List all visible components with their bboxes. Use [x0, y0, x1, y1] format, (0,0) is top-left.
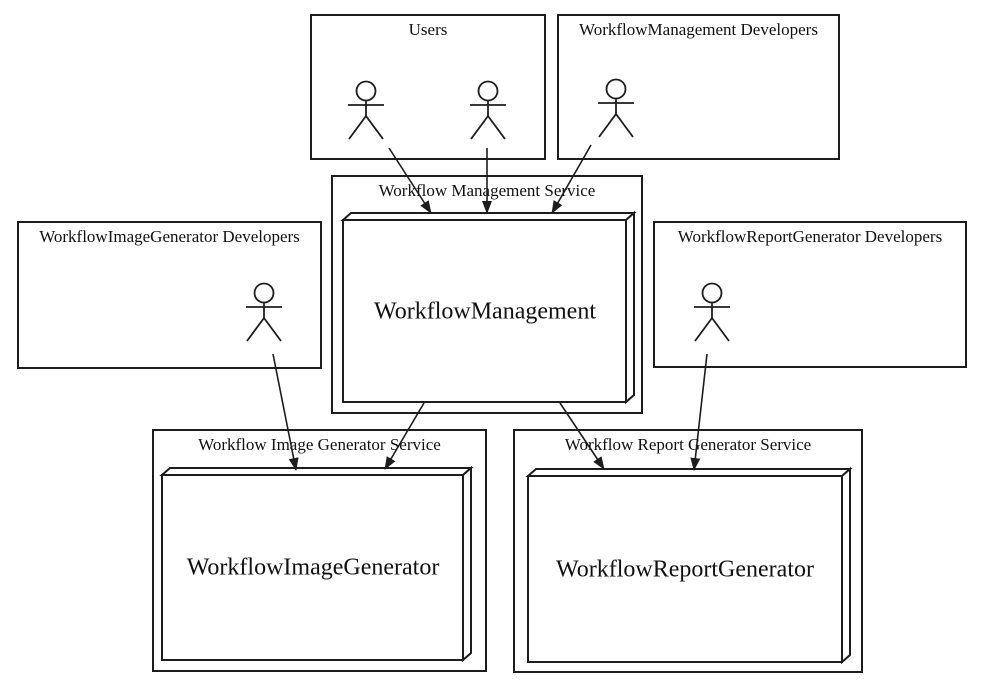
- actor-box-workflowreportgenerator-developers: WorkflowReportGenerator Developers: [653, 221, 967, 368]
- node-label-workflow-management: WorkflowManagement: [374, 298, 596, 325]
- node-right-face: [462, 465, 472, 663]
- node-3d-workflow-management: [340, 210, 637, 405]
- arrow-workflowmanagement-to-workflowreportgenerator: [559, 402, 605, 470]
- node-top-face: [159, 467, 474, 476]
- arrow-wrgdev-to-workflowreportgenerator: [690, 353, 708, 471]
- wm-developer-actor-icon: [597, 78, 635, 138]
- actor-box-workflowimagegenerator-developers: WorkflowImageGenerator Developers: [17, 221, 322, 369]
- actor-box-users-title: Users: [408, 20, 448, 39]
- node-3d-workflow-report-generator: [525, 466, 853, 665]
- actor-box-wrgdev-title: WorkflowReportGenerator Developers: [677, 227, 943, 246]
- node-label-workflow-image-generator: WorkflowImageGenerator: [186, 554, 440, 581]
- service-box-workflow-image-generator: Workflow Image Generator Service: [152, 429, 487, 672]
- arrow-wmdev-to-workflowmanagement: [551, 144, 592, 214]
- wig-developer-actor-icon: [245, 282, 283, 342]
- arrow-user1-to-workflowmanagement: [388, 147, 432, 214]
- node-label-workflow-report-generator: WorkflowReportGenerator: [556, 556, 814, 583]
- node-front-face: [342, 219, 627, 403]
- service-box-wig-title: Workflow Image Generator Service: [198, 435, 441, 454]
- node-front-face: [527, 475, 843, 663]
- arrow-wigdev-to-workflowimagegenerator: [272, 353, 299, 471]
- node-top-face: [525, 468, 853, 477]
- actor-box-wmdev-title: WorkflowManagement Developers: [579, 20, 818, 39]
- actor-box-workflowmanagement-developers: WorkflowManagement Developers: [557, 14, 840, 160]
- arrow-workflowmanagement-to-workflowimagegenerator: [384, 402, 425, 470]
- node-top-face: [340, 212, 637, 221]
- wrg-developer-actor-icon: [693, 282, 731, 342]
- service-box-wrg-title: Workflow Report Generator Service: [564, 435, 812, 454]
- service-box-workflow-report-generator: Workflow Report Generator Service: [513, 429, 863, 673]
- user-actor-icon-1: [347, 80, 385, 140]
- node-right-face: [841, 466, 851, 665]
- node-right-face: [625, 210, 635, 405]
- actor-box-wigdev-title: WorkflowImageGenerator Developers: [39, 227, 300, 246]
- actor-box-users: Users: [310, 14, 546, 160]
- node-front-face: [161, 474, 464, 661]
- user-actor-icon-2: [469, 80, 507, 140]
- node-3d-workflow-image-generator: [159, 465, 474, 663]
